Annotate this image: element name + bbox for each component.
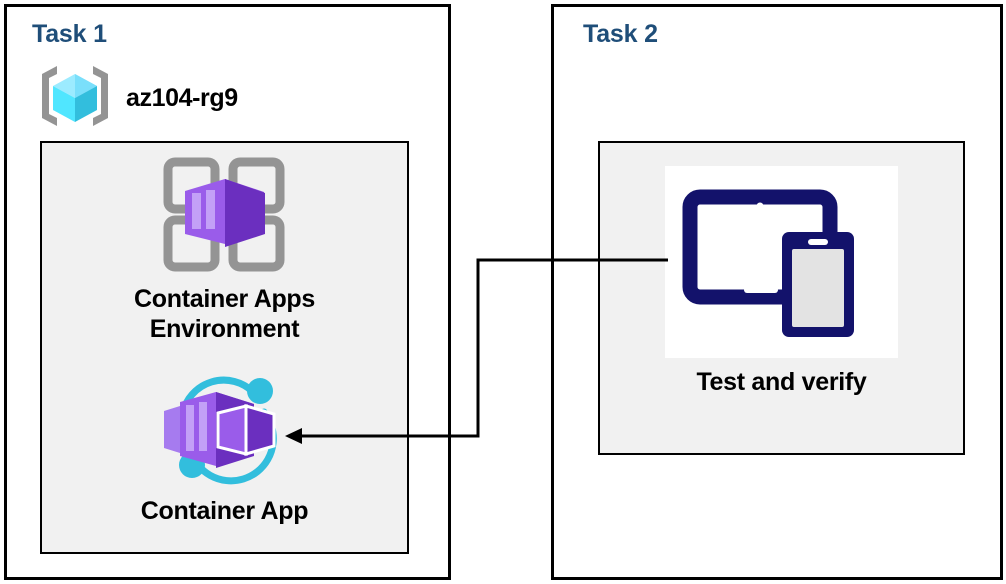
- task-1-title: Task 1: [32, 20, 107, 48]
- node-label-container-apps-environment: Container Apps Environment: [134, 285, 315, 343]
- task-2-title: Task 2: [583, 20, 658, 48]
- node-label-test-and-verify: Test and verify: [696, 368, 867, 396]
- resource-group-name: az104-rg9: [126, 84, 238, 112]
- devices-icon: [682, 177, 882, 347]
- node-container-app[interactable]: Container App: [40, 368, 409, 527]
- resource-group-header: az104-rg9: [36, 62, 238, 135]
- node-container-apps-environment[interactable]: Container Apps Environment: [40, 152, 409, 344]
- resource-group-icon: [36, 62, 114, 135]
- devices-icon-plate: [665, 166, 898, 358]
- container-app-icon: [150, 368, 300, 493]
- container-apps-environment-icon: [155, 152, 295, 279]
- node-test-and-verify[interactable]: Test and verify: [598, 166, 965, 398]
- node-label-container-app: Container App: [140, 497, 309, 525]
